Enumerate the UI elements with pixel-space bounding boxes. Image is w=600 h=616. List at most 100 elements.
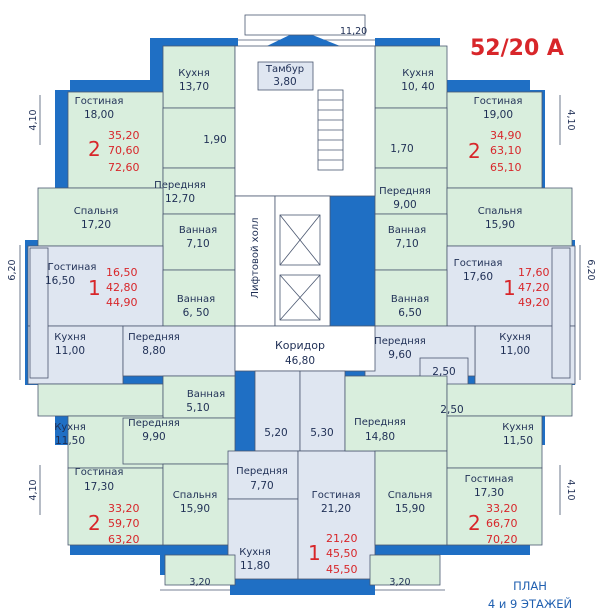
hall-area: 9,60 bbox=[388, 349, 411, 361]
hall-area: 9,00 bbox=[393, 199, 416, 211]
dim-left-mid: 6,20 bbox=[7, 259, 18, 280]
total-2: 47,20 bbox=[518, 281, 550, 294]
hall-label: Передняя bbox=[128, 418, 180, 429]
total-2: 66,70 bbox=[486, 517, 518, 530]
total-1: 34,90 bbox=[490, 129, 522, 142]
bath-area: 6,50 bbox=[398, 307, 421, 319]
total-2: 42,80 bbox=[106, 281, 138, 294]
living-area: 17,30 bbox=[474, 487, 504, 499]
kitchen-area: 11,80 bbox=[240, 560, 270, 572]
wc-right-area: 5,30 bbox=[310, 427, 333, 439]
bath-small-area: 1,70 bbox=[390, 143, 413, 155]
total-3: 44,90 bbox=[106, 296, 138, 309]
apartment-top-right: Кухня 10, 40 Гостиная 19,00 2 34,90 63,1… bbox=[379, 68, 522, 250]
kitchen-area: 11,00 bbox=[500, 345, 530, 357]
bath-area: 5,10 bbox=[186, 402, 209, 414]
apartment-bottom-left: Ванная 5,10 Кухня 11,50 Передняя 9,90 Го… bbox=[54, 389, 225, 546]
corridor-label: Коридор bbox=[275, 339, 325, 352]
kitchen-label: Кухня bbox=[499, 332, 531, 343]
tambur-area: 3,80 bbox=[273, 76, 296, 88]
total-1: 21,20 bbox=[326, 532, 358, 545]
dim-left-bot: 4,10 bbox=[28, 479, 39, 500]
kitchen-area: 10, 40 bbox=[401, 81, 434, 93]
living-label: Гостиная bbox=[474, 96, 523, 107]
total-1: 33,20 bbox=[486, 502, 518, 515]
hall-area: 7,70 bbox=[250, 480, 273, 492]
dim-bottom-right: 3,20 bbox=[389, 577, 410, 588]
hall-area: 12,70 bbox=[165, 193, 195, 205]
lift-hall-label: Лифтовой холл bbox=[250, 217, 261, 298]
kitchen-area: 11,50 bbox=[503, 435, 533, 447]
bedroom-area: 17,20 bbox=[81, 219, 111, 231]
hall-label: Передняя bbox=[374, 336, 426, 347]
bath-label: Ванная bbox=[391, 294, 429, 305]
bath-area: 7,10 bbox=[186, 238, 209, 250]
bedroom-area: 15,90 bbox=[485, 219, 515, 231]
apartment-bottom-center: Передняя 7,70 Кухня 11,80 Гостиная 21,20… bbox=[236, 466, 360, 576]
total-2: 45,50 bbox=[326, 547, 358, 560]
kitchen-label: Кухня bbox=[239, 547, 271, 558]
bath-label: Ванная bbox=[187, 389, 225, 400]
apartment-top-left: Кухня 13,70 Гостиная 18,00 2 35,20 70,60… bbox=[74, 68, 227, 250]
living-area: 21,20 bbox=[321, 503, 351, 515]
bedroom-label: Спальня bbox=[173, 490, 218, 501]
living-area: 18,00 bbox=[84, 109, 114, 121]
total-3: 45,50 bbox=[326, 563, 358, 576]
living-label: Гостиная bbox=[454, 258, 503, 269]
bath-area: 6, 50 bbox=[183, 307, 210, 319]
hall-label: Передняя bbox=[379, 186, 431, 197]
hall-area: 9,90 bbox=[142, 431, 165, 443]
living-label: Гостиная bbox=[75, 96, 124, 107]
rooms-count: 1 bbox=[88, 276, 101, 300]
bath-label: Ванная bbox=[177, 294, 215, 305]
dimension-lines bbox=[19, 39, 581, 591]
dim-right-top: 4,10 bbox=[565, 109, 576, 130]
balcony-area: 2,50 bbox=[440, 404, 463, 416]
hall-label: Передняя bbox=[354, 417, 406, 428]
tambur-label: Тамбур bbox=[265, 64, 304, 75]
total-2: 63,10 bbox=[490, 144, 522, 157]
hall-label: Передняя bbox=[236, 466, 288, 477]
kitchen-area: 13,70 bbox=[179, 81, 209, 93]
total-1: 17,60 bbox=[518, 266, 550, 279]
total-3: 70,20 bbox=[486, 533, 518, 546]
kitchen-label: Кухня bbox=[402, 68, 434, 79]
apartment-middle-right: Гостиная 17,60 1 17,60 47,20 49,20 Ванна… bbox=[374, 258, 549, 378]
total-1: 16,50 bbox=[106, 266, 138, 279]
total-3: 63,20 bbox=[108, 533, 140, 546]
rooms-count: 2 bbox=[468, 511, 481, 535]
kitchen-label: Кухня bbox=[178, 68, 210, 79]
dim-bottom-left: 3,20 bbox=[189, 577, 210, 588]
apartment-middle-left: Гостиная 16,50 1 16,50 42,80 44,90 Ванна… bbox=[45, 262, 215, 357]
rooms-count: 2 bbox=[468, 139, 481, 163]
rooms bbox=[27, 45, 576, 580]
hall-area: 8,80 bbox=[142, 345, 165, 357]
bedroom-label: Спальня bbox=[478, 206, 523, 217]
total-1: 35,20 bbox=[108, 129, 140, 142]
rooms-count: 1 bbox=[503, 276, 516, 300]
total-2: 70,60 bbox=[108, 144, 140, 157]
living-label: Гостиная bbox=[465, 474, 514, 485]
balcony-area: 2,50 bbox=[432, 366, 455, 378]
bedroom-label: Спальня bbox=[74, 206, 119, 217]
dim-right-bot: 4,10 bbox=[565, 479, 576, 500]
living-area: 17,30 bbox=[84, 481, 114, 493]
total-3: 72,60 bbox=[108, 161, 140, 174]
bedroom-label: Спальня bbox=[388, 490, 433, 501]
kitchen-area: 11,00 bbox=[55, 345, 85, 357]
rooms-count: 2 bbox=[88, 137, 101, 161]
total-3: 49,20 bbox=[518, 296, 550, 309]
wc-left-area: 5,20 bbox=[264, 427, 287, 439]
hall-label: Передняя bbox=[154, 180, 206, 191]
bath-small-area: 1,90 bbox=[203, 134, 226, 146]
living-area: 19,00 bbox=[483, 109, 513, 121]
dim-left-top: 4,10 bbox=[28, 109, 39, 130]
living-area: 17,60 bbox=[463, 271, 493, 283]
rooms-count: 1 bbox=[308, 541, 321, 565]
kitchen-area: 11,50 bbox=[55, 435, 85, 447]
bath-area: 7,10 bbox=[395, 238, 418, 250]
bedroom-area: 15,90 bbox=[395, 503, 425, 515]
bath-label: Ванная bbox=[388, 225, 426, 236]
lift-shafts bbox=[279, 214, 321, 321]
